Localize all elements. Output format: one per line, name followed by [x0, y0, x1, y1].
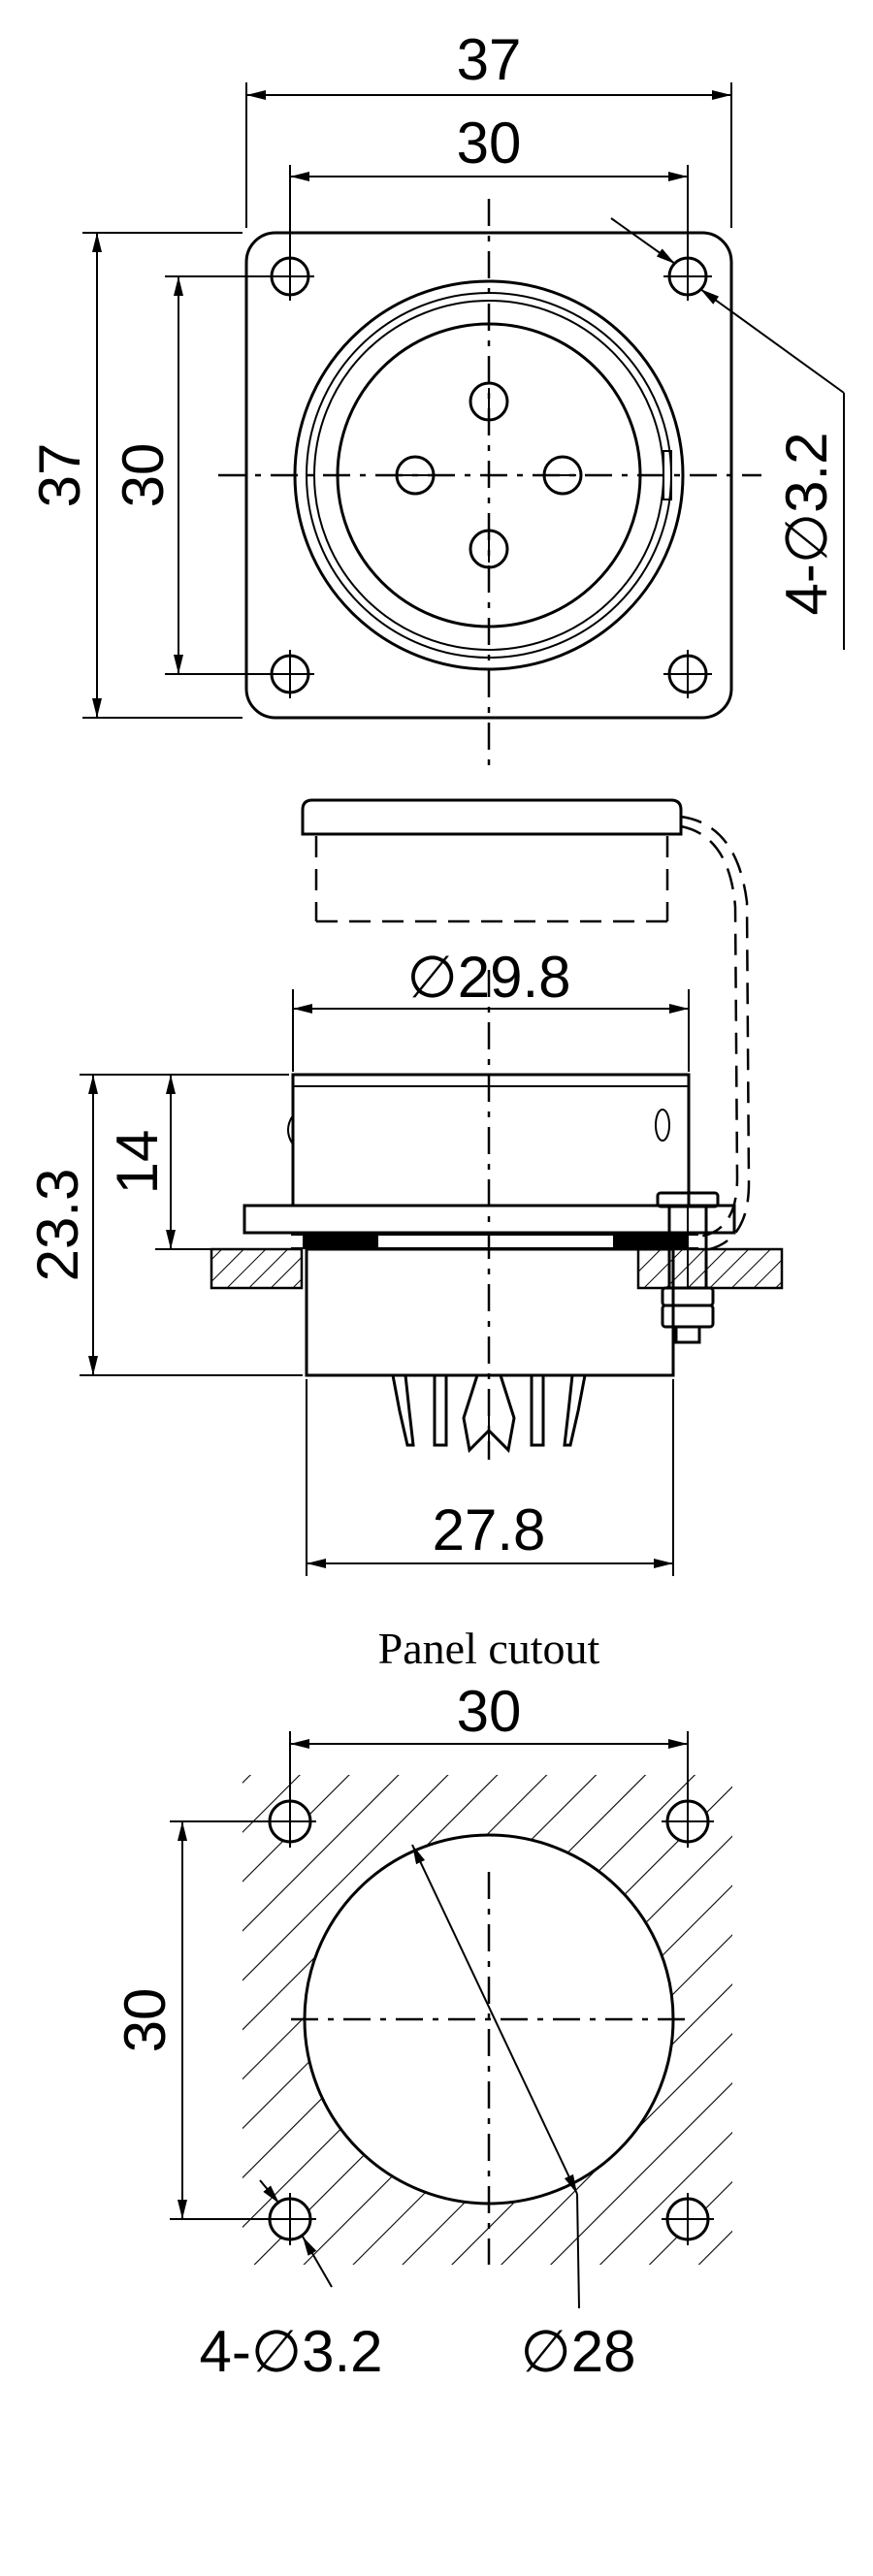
gasket-right — [613, 1235, 689, 1248]
panel-cutout-title: Panel cutout — [378, 1624, 600, 1673]
panel-cutout-view: Panel cutout 30 30 ∅28 — [113, 1624, 732, 2384]
panel-left — [210, 1247, 304, 1290]
dim-front-height-inner: 30 — [111, 443, 176, 508]
gasket-left — [303, 1235, 378, 1248]
cutout-mount-holes — [264, 1795, 714, 2245]
dim-total-height: 23.3 — [25, 1169, 90, 1282]
tether-outer — [680, 815, 751, 1253]
dim-upper-height: 14 — [105, 1130, 170, 1195]
mount-screw — [656, 1191, 720, 1344]
dim-body-diameter: ∅29.8 — [406, 945, 570, 1010]
dim-cutout-diameter: ∅28 — [520, 2319, 635, 2384]
body-side-slot — [655, 1109, 670, 1142]
front-view: 37 30 37 30 4-∅3.2 — [27, 27, 845, 766]
upper-body — [291, 1073, 691, 1208]
dim-cutout-mount-holes: 4-∅3.2 — [199, 2319, 382, 2384]
dim-cutout-spacing-vertical: 30 — [113, 1988, 178, 2053]
panel-right — [636, 1247, 784, 1290]
dim-lower-diameter: 27.8 — [433, 1497, 546, 1562]
dim-front-height-outer: 37 — [27, 443, 92, 508]
tether-inner — [680, 824, 739, 1239]
dim-front-width-inner: 30 — [457, 111, 522, 176]
dim-front-mount-holes: 4-∅3.2 — [774, 432, 839, 615]
body-left-bump — [287, 1114, 294, 1145]
front-mount-holes — [266, 252, 712, 698]
dust-cap — [301, 798, 683, 836]
dim-front-width-outer: 37 — [457, 27, 522, 92]
dim-cutout-spacing: 30 — [457, 1679, 522, 1744]
side-view: ∅29.8 23.3 14 27.8 — [25, 798, 784, 1576]
